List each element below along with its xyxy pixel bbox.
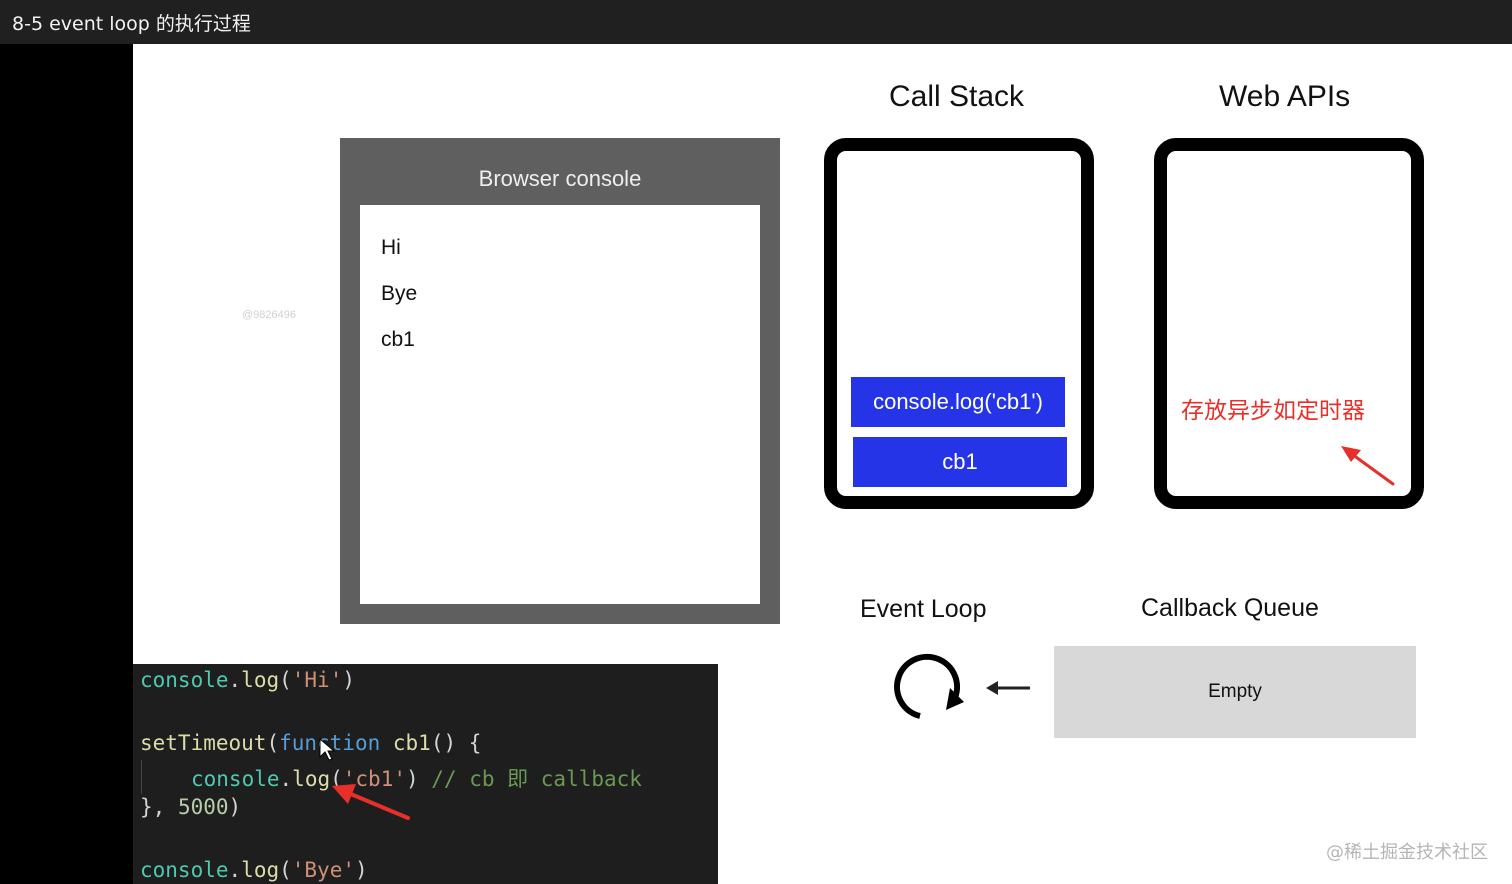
code-token: log <box>241 668 280 692</box>
web-apis-annotation: 存放异步如定时器 <box>1181 398 1365 424</box>
red-arrow-icon <box>1341 446 1395 486</box>
code-token: cb1 <box>380 731 431 755</box>
code-line: console.log('cb1') // cb 即 callback <box>191 763 642 793</box>
code-token: }, <box>140 795 178 819</box>
mouse-cursor-icon <box>319 738 335 761</box>
indent-guide <box>141 760 142 794</box>
browser-console-panel: Browser console Hi Bye cb1 <box>340 138 780 624</box>
browser-console-output: Hi Bye cb1 <box>360 205 760 604</box>
call-stack-item: cb1 <box>853 437 1067 487</box>
code-token: console <box>140 668 229 692</box>
code-token: ) <box>405 767 419 791</box>
code-token: // cb 即 callback <box>418 767 642 791</box>
callback-queue-box: Empty <box>1054 646 1416 738</box>
code-token: 5000 <box>177 795 229 819</box>
code-token: ( <box>279 668 292 692</box>
callback-queue-content: Empty <box>1208 681 1262 702</box>
web-apis-title: Web APIs <box>1219 80 1351 113</box>
code-token: setTimeout <box>140 731 267 755</box>
refresh-loop-icon <box>894 653 964 719</box>
code-line: }, 5000) <box>140 795 241 819</box>
watermark-id: @9826496 <box>242 309 296 321</box>
code-line: console.log('Hi') <box>140 668 355 692</box>
code-token: 'Hi' <box>291 668 343 692</box>
site-watermark: @稀土掘金技术社区 <box>1326 842 1488 863</box>
arrow-left-icon <box>986 681 1030 695</box>
code-token: ) <box>354 858 368 882</box>
code-token: ( <box>266 731 280 755</box>
event-loop-label: Event Loop <box>860 595 987 623</box>
call-stack-item: console.log('cb1') <box>851 377 1065 427</box>
code-token: . <box>279 767 293 791</box>
red-arrow-icon <box>332 784 410 820</box>
code-token: log <box>241 858 280 882</box>
code-token: () { <box>430 731 482 755</box>
web-apis-frame: 存放异步如定时器 <box>1154 138 1424 509</box>
code-token: . <box>228 858 242 882</box>
code-token: ) <box>228 795 242 819</box>
code-token: . <box>228 668 242 692</box>
console-output-line: cb1 <box>381 328 415 351</box>
code-token: log <box>292 767 331 791</box>
browser-console-title: Browser console <box>478 166 642 191</box>
window-title: 8-5 event loop 的执行过程 <box>12 13 251 35</box>
code-token: ( <box>330 767 343 791</box>
code-line: setTimeout(function cb1() { <box>140 731 481 755</box>
console-output-line: Bye <box>381 282 418 305</box>
window-titlebar: 8-5 event loop 的执行过程 <box>0 0 1512 44</box>
left-black-bar <box>0 44 133 884</box>
code-line: console.log('Bye') <box>140 858 368 882</box>
callback-queue-label: Callback Queue <box>1141 594 1319 622</box>
console-output-line: Hi <box>381 236 401 259</box>
code-token: ) <box>342 668 355 692</box>
code-editor: console.log('Hi') setTimeout(function cb… <box>133 664 718 884</box>
code-token: 'Bye' <box>291 858 355 882</box>
code-token: console <box>191 767 280 791</box>
call-stack-title: Call Stack <box>889 80 1025 113</box>
code-token: console <box>140 858 229 882</box>
code-token: ( <box>279 858 292 882</box>
call-stack-frame: console.log('cb1') cb1 <box>824 138 1094 509</box>
